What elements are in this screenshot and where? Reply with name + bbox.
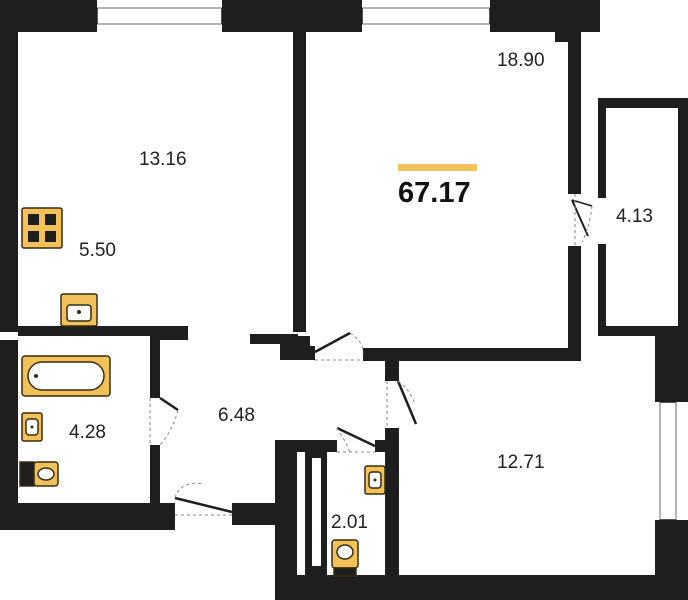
bath-washbasin-icon: [21, 412, 43, 442]
wall-bedroom-left: [385, 361, 399, 381]
kitchen-sink-icon: [60, 293, 98, 327]
wall-kitchen-bottom: [18, 326, 161, 336]
doors: [149, 194, 594, 516]
area-label-bedroom: 12.71: [497, 452, 545, 473]
toilet-inner-cutout: [312, 458, 321, 566]
wall-living-bottom-left: [293, 346, 315, 360]
wall-left-lower: [0, 340, 18, 530]
window-living: [361, 7, 491, 25]
door-bath: [149, 396, 179, 446]
wall-balcony-top: [598, 98, 688, 108]
area-label-living-room: 18.90: [497, 50, 545, 71]
wall-balcony-left-top: [598, 98, 606, 198]
wall-left-upper: [0, 32, 18, 332]
wall-balcony-bottom: [598, 326, 688, 336]
wall-kitchen-bottom-right: [250, 334, 298, 344]
wall-bedroom-left-lower: [385, 428, 399, 578]
bathtub-icon: [21, 355, 111, 397]
toilet-bowl-icon: [331, 539, 359, 577]
wall-toilet-top-right: [375, 440, 387, 452]
fixtures: [19, 207, 386, 577]
total-area-label: 67.17: [398, 177, 471, 209]
wall-center-vertical: [293, 32, 306, 332]
wall-bottom-left: [0, 503, 175, 530]
wall-top-left: [0, 0, 97, 32]
bath-toilet-icon: [19, 461, 59, 487]
wall-living-right-lower: [568, 246, 581, 361]
wall-top-right: [490, 0, 600, 32]
stove-icon: [21, 207, 63, 249]
wall-balcony-right: [678, 98, 688, 343]
wall-top-mid: [222, 0, 362, 32]
toilet-washbasin-icon: [364, 465, 386, 495]
area-label-hallway: 6.48: [218, 405, 255, 426]
area-label-kitchen: 13.16: [139, 149, 187, 170]
windows: [96, 7, 677, 521]
area-label-toilet: 2.01: [331, 512, 368, 533]
wall-bedroom-bottom: [275, 575, 688, 600]
window-kitchen: [96, 7, 223, 25]
door-bedroom: [386, 380, 418, 428]
window-bedroom: [659, 401, 677, 521]
total-area-accent-bar: [398, 164, 477, 171]
door-living: [314, 331, 364, 361]
wall-toilet-top: [297, 440, 337, 452]
door-balcony: [570, 194, 594, 246]
wall-living-bottom-right: [363, 348, 581, 361]
area-label-bathroom: 4.28: [69, 422, 106, 443]
wall-living-right-upper: [568, 32, 581, 194]
wall-bath-right-lower: [150, 445, 160, 505]
wall-bath-right-upper: [150, 336, 160, 398]
door-toilet: [336, 426, 376, 453]
wall-bedroom-right-top: [655, 336, 688, 402]
area-label-kitchen-zone: 5.50: [79, 240, 116, 261]
wall-balcony-left-bottom: [598, 244, 606, 336]
area-label-balcony: 4.13: [616, 206, 653, 227]
door-entrance: [174, 482, 233, 516]
wall-toilet-left: [275, 440, 297, 600]
